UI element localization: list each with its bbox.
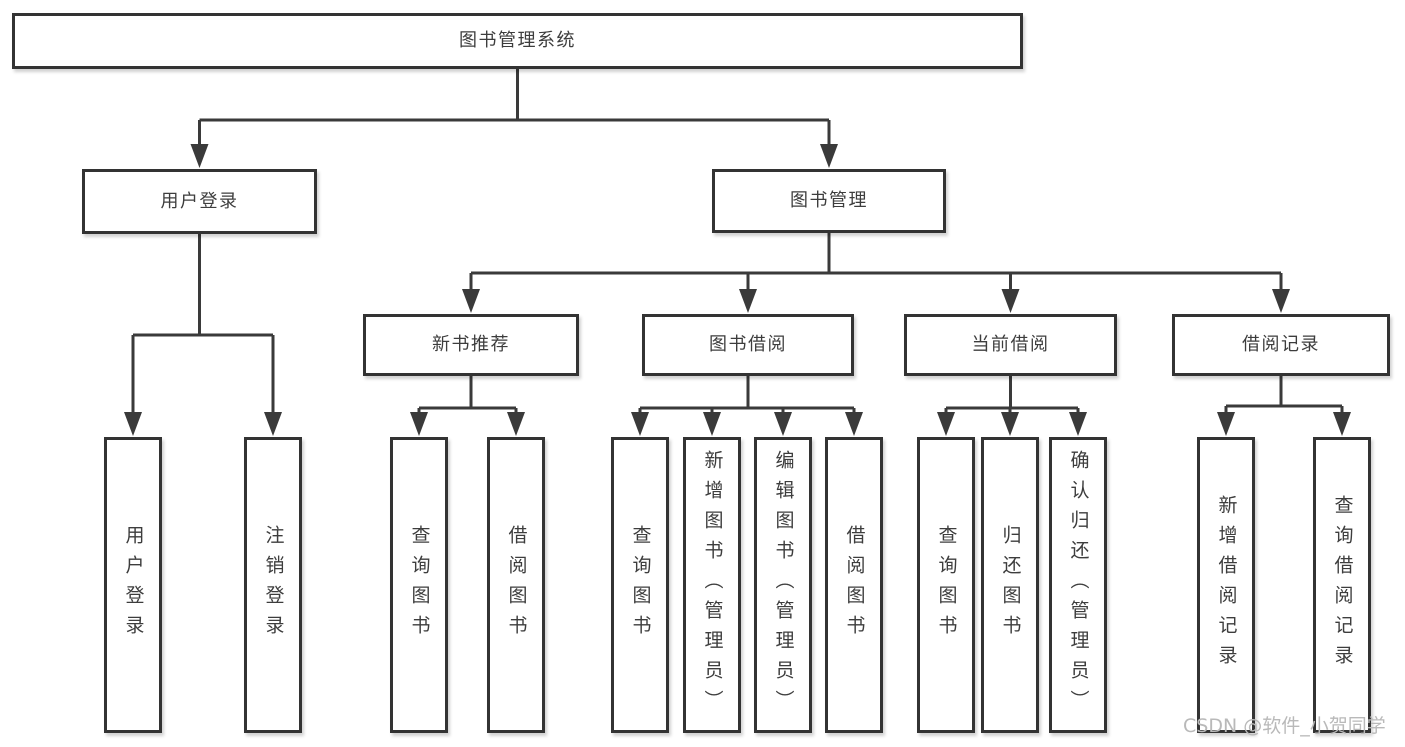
node-label-return-book: 归还图书 [999, 525, 1022, 645]
arrowhead-icon [190, 144, 209, 168]
node-query-book-1: 查询图书 [390, 437, 448, 733]
node-query-book-3: 查询图书 [917, 437, 975, 733]
arrowhead-icon [631, 412, 649, 436]
node-label-add-book: 新增图书（管理员） [701, 450, 724, 720]
node-confirm-return: 确认归还（管理员） [1049, 437, 1107, 733]
node-user-login: 用户登录 [82, 169, 317, 234]
node-label-user-login-leaf: 用户登录 [122, 525, 145, 645]
node-label-user-login: 用户登录 [160, 190, 239, 212]
node-label-query-borrow-record: 查询借阅记录 [1331, 495, 1354, 675]
node-user-login-leaf: 用户登录 [104, 437, 162, 733]
node-label-book-borrow: 图书借阅 [709, 334, 787, 355]
node-query-borrow-record: 查询借阅记录 [1313, 437, 1371, 733]
arrowhead-icon [820, 144, 838, 168]
node-label-logout-leaf: 注销登录 [262, 525, 285, 645]
arrowhead-icon [1217, 412, 1235, 436]
node-book-mgmt: 图书管理 [712, 169, 946, 233]
node-label-add-borrow-record: 新增借阅记录 [1215, 495, 1238, 675]
arrowhead-icon [410, 412, 428, 436]
node-label-root: 图书管理系统 [459, 30, 576, 51]
arrowhead-icon [739, 289, 757, 313]
node-query-book-2: 查询图书 [611, 437, 669, 733]
node-borrow-book-2: 借阅图书 [825, 437, 883, 733]
arrowhead-icon [462, 289, 480, 313]
node-label-new-book-rec: 新书推荐 [432, 334, 510, 355]
arrowhead-icon [1001, 289, 1020, 313]
node-edit-book: 编辑图书（管理员） [754, 437, 812, 733]
node-book-borrow: 图书借阅 [642, 314, 854, 376]
arrowhead-icon [124, 412, 142, 436]
arrowhead-icon [1069, 412, 1087, 436]
node-borrow-book-1: 借阅图书 [487, 437, 545, 733]
arrowhead-icon [845, 412, 863, 436]
node-current-borrow: 当前借阅 [904, 314, 1117, 376]
node-label-query-book-3: 查询图书 [935, 525, 958, 645]
node-label-borrow-record: 借阅记录 [1242, 334, 1320, 355]
node-add-borrow-record: 新增借阅记录 [1197, 437, 1255, 733]
arrowhead-icon [1001, 412, 1019, 436]
node-return-book: 归还图书 [981, 437, 1039, 733]
watermark-text: CSDN @软件_小贺同学 [1183, 715, 1386, 737]
node-label-borrow-book-1: 借阅图书 [505, 525, 528, 645]
node-label-query-book-1: 查询图书 [408, 525, 431, 645]
arrowhead-icon [1272, 289, 1290, 313]
node-label-borrow-book-2: 借阅图书 [843, 525, 866, 645]
arrowhead-icon [264, 412, 282, 436]
node-label-current-borrow: 当前借阅 [971, 334, 1050, 355]
node-add-book: 新增图书（管理员） [683, 437, 741, 733]
arrowhead-icon [937, 412, 955, 436]
arrowhead-icon [507, 412, 525, 436]
node-label-confirm-return: 确认归还（管理员） [1067, 450, 1090, 720]
node-logout-leaf: 注销登录 [244, 437, 302, 733]
node-label-query-book-2: 查询图书 [629, 525, 652, 645]
node-root: 图书管理系统 [12, 13, 1023, 69]
node-borrow-record: 借阅记录 [1172, 314, 1390, 376]
node-label-book-mgmt: 图书管理 [790, 190, 868, 211]
arrowhead-icon [774, 412, 792, 436]
node-label-edit-book: 编辑图书（管理员） [772, 450, 795, 720]
node-new-book-rec: 新书推荐 [363, 314, 579, 376]
arrowhead-icon [1333, 412, 1351, 436]
arrowhead-icon [703, 412, 721, 436]
